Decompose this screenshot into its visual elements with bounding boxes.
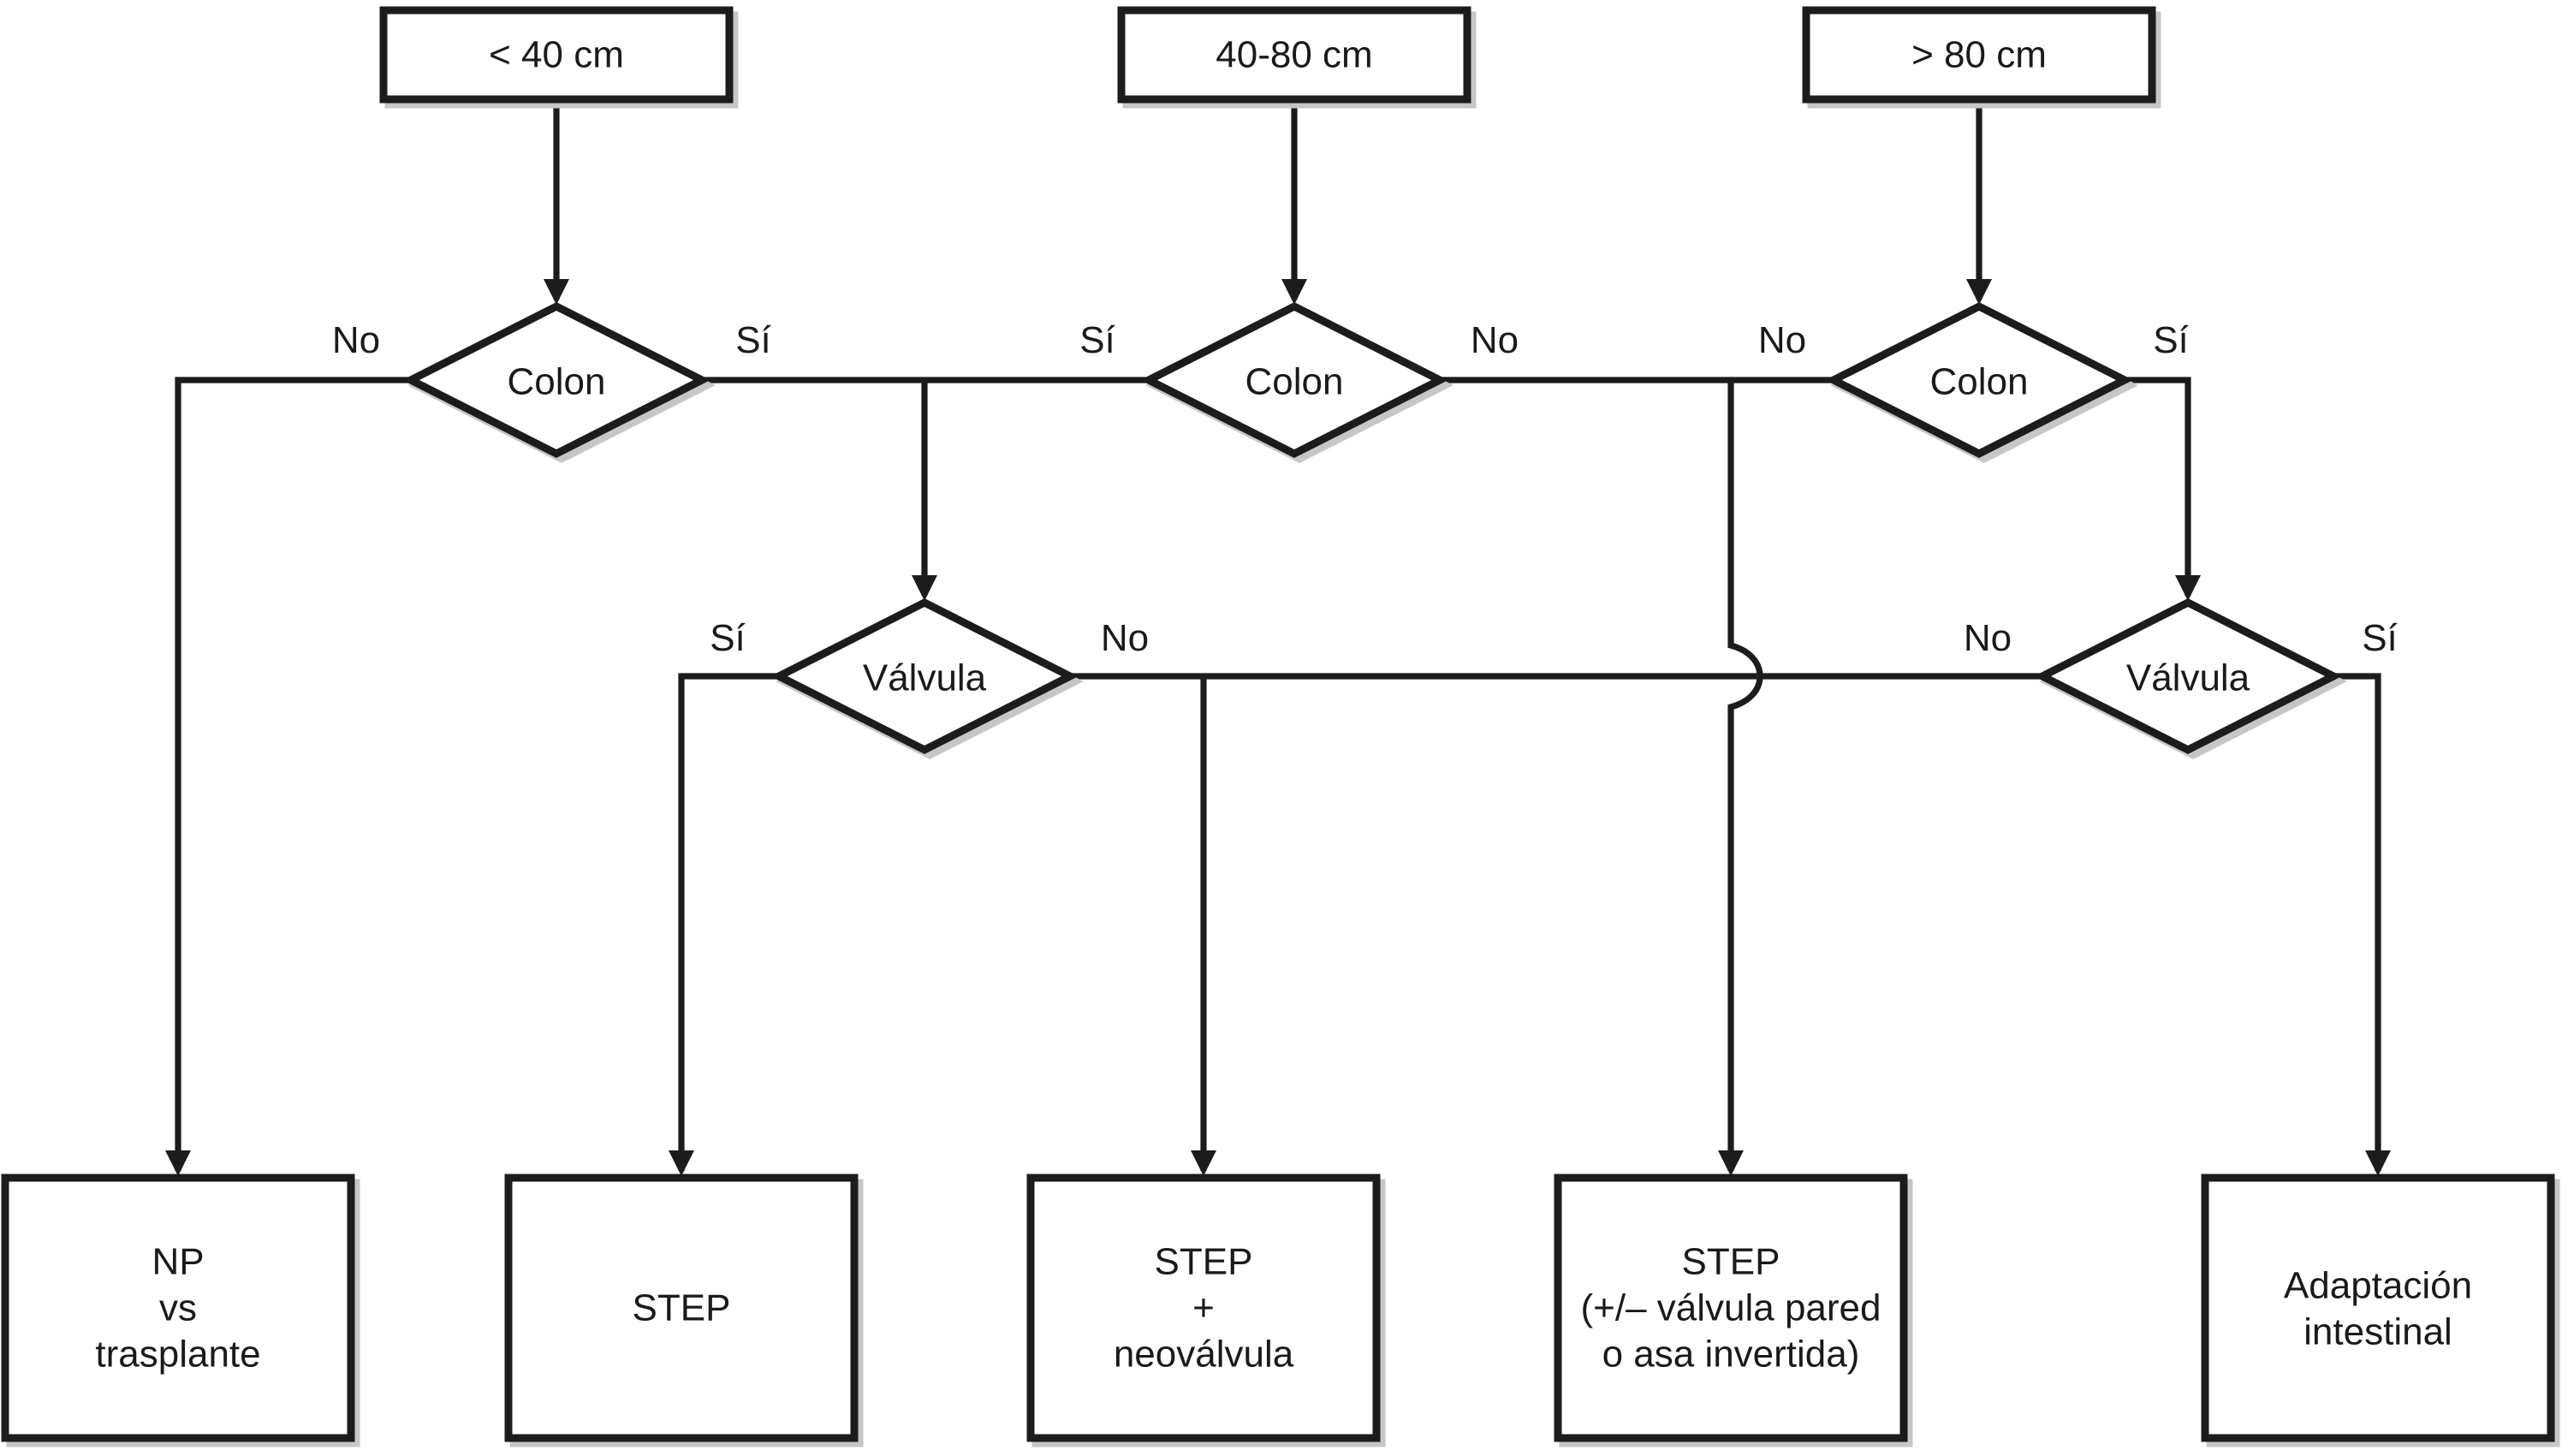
decision-colon-2-label: Colon [1245,361,1344,403]
outcome-np-line1: NP [152,1241,204,1283]
top-box-lt-40-label: < 40 cm [489,34,624,76]
edge-valvula1-si-to-step [669,673,779,1176]
decision-colon-1-label: Colon [508,361,606,403]
decision-colon-3-label: Colon [1930,361,2029,403]
outcome-box-step: STEP [504,1174,864,1447]
valvula1-si-label: Sí [710,617,746,659]
outcome-neovalvula-line3: neoválvula [1114,1334,1294,1376]
top-box-gt-80: > 80 cm [1802,6,2161,109]
outcome-neovalvula-line1: STEP [1155,1241,1253,1283]
outcome-np-line3: trasplante [95,1334,260,1376]
colon1-no-label: No [332,319,380,361]
outcome-box-np-vs-trasplante: NP vs trasplante [1,1174,360,1447]
outcome-pared-line3: o asa invertida) [1602,1334,1860,1376]
valvula1-no-label: No [1101,617,1149,659]
outcome-adaptacion-line2: intestinal [2303,1311,2452,1353]
outcome-box-adaptacion-intestinal: Adaptación intestinal [2201,1174,2560,1447]
colon2-no-label: No [1471,319,1519,361]
decision-valvula-1: Válvula [770,597,1084,760]
decision-valvula-1-label: Válvula [863,657,987,699]
outcome-adaptacion-line1: Adaptación [2284,1265,2472,1307]
top-box-lt-40: < 40 cm [379,6,739,109]
edge-colon1-no-to-np [165,377,411,1176]
outcome-neovalvula-line2: + [1192,1287,1215,1329]
top-box-gt-80-label: > 80 cm [1911,34,2047,76]
outcome-box-step-neovalvula: STEP + neoválvula [1026,1174,1386,1447]
edge-valvula2-si-to-adaptacion [2333,673,2391,1176]
outcome-pared-line2: (+/– válvula pared [1581,1287,1881,1329]
decision-valvula-2-label: Válvula [2126,657,2250,699]
outcome-np-line2: vs [159,1287,197,1329]
colon3-si-label: Sí [2153,319,2189,361]
decision-colon-3: Colon [1825,301,2138,464]
outcome-step-line1: STEP [633,1287,731,1329]
edge-colon3-si-to-valvula2 [2125,377,2201,601]
colon3-no-label: No [1758,319,1806,361]
decision-valvula-2: Válvula [2034,597,2347,760]
colon2-si-label: Sí [1079,319,1115,361]
edge-colon-no-to-step-pared-with-hop [1718,380,1763,1176]
outcome-pared-line1: STEP [1682,1241,1780,1283]
decision-colon-2: Colon [1140,301,1453,464]
colon1-si-label: Sí [735,319,771,361]
valvula2-no-label: No [1964,617,2012,659]
outcome-box-step-valvula-pared: STEP (+/– válvula pared o asa invertida) [1554,1174,1913,1447]
top-box-40-80-label: 40-80 cm [1216,34,1372,76]
valvula2-si-label: Sí [2362,617,2398,659]
decision-colon-1: Colon [402,301,716,464]
top-box-40-80: 40-80 cm [1117,6,1477,109]
